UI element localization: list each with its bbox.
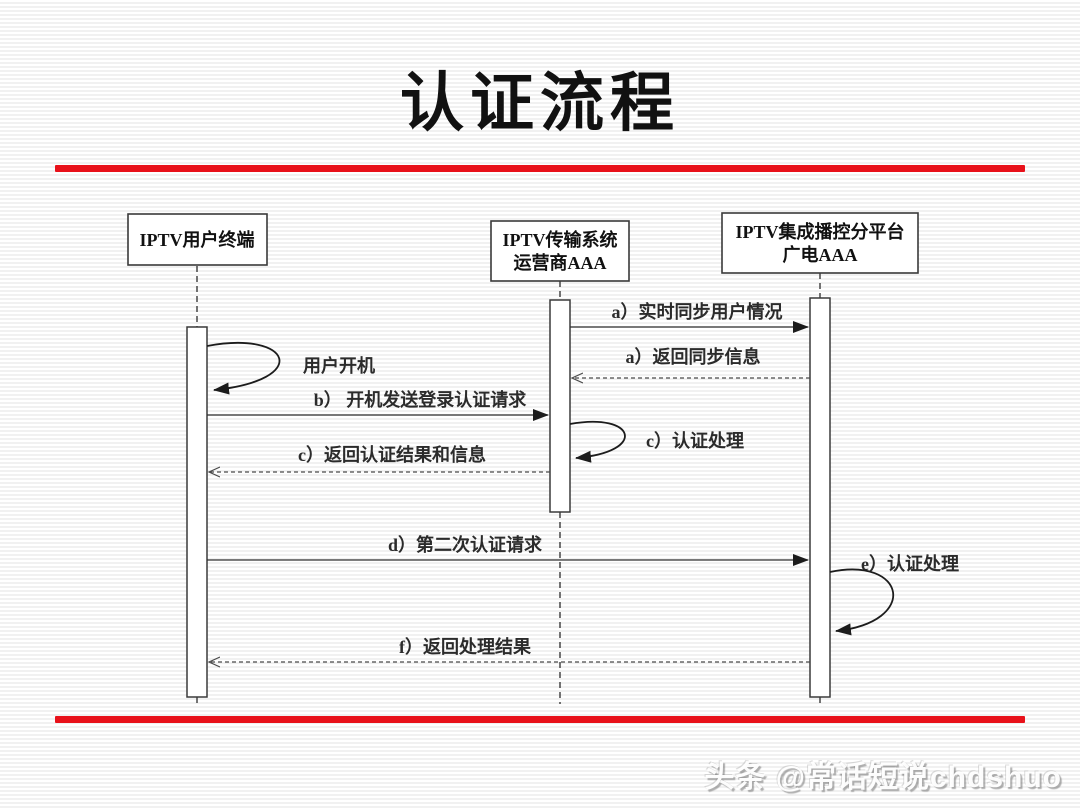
message-label-f-result-return: f）返回处理结果 [399,636,532,657]
page-title: 认证流程 [400,68,680,139]
self-loop-user-power-on [206,341,281,395]
actor-operator-aaa: IPTV传输系统 运营商AAA [490,220,630,282]
actor-broadcast-aaa: IPTV集成播控分平台 广电AAA [721,212,919,274]
actor-label-operator-aaa-line2: 运营商AAA [514,252,607,273]
actor-box-broadcast-aaa [721,212,919,274]
message-label-a-sync: a）实时同步用户情况 [612,301,783,322]
message-label-c-auth-process: c）认证处理 [646,430,744,451]
activation-bar-operator-aaa [549,299,571,513]
actor-user-terminal: IPTV用户终端 [127,213,268,266]
actor-box-user-terminal [127,213,268,266]
message-label-d-second-request: d）第二次认证请求 [388,534,543,555]
activation-bar-user-terminal [186,326,208,698]
message-label-b-login-request: b） 开机发送登录认证请求 [314,389,528,410]
actor-box-operator-aaa [490,220,630,282]
actor-label-user-terminal: IPTV用户终端 [139,229,254,250]
watermark: 头条 @常话短说chdshuo [704,761,1062,794]
top-divider-rule [55,165,1025,172]
actor-label-broadcast-aaa-line1: IPTV集成播控分平台 [735,221,904,242]
activation-bar-broadcast-aaa [809,297,831,698]
actor-label-operator-aaa-line1: IPTV传输系统 [502,229,617,250]
bottom-divider-rule [55,716,1025,723]
message-label-e-auth-process: e）认证处理 [861,553,959,574]
message-label-user-power-on: 用户开机 [303,355,375,376]
message-label-a-sync-return: a）返回同步信息 [626,346,761,367]
message-label-c-auth-result: c）返回认证结果和信息 [298,444,486,465]
self-loop-c-auth-process [569,420,626,463]
self-loop-e-auth-process [829,568,894,636]
actor-label-broadcast-aaa-line2: 广电AAA [783,244,858,265]
